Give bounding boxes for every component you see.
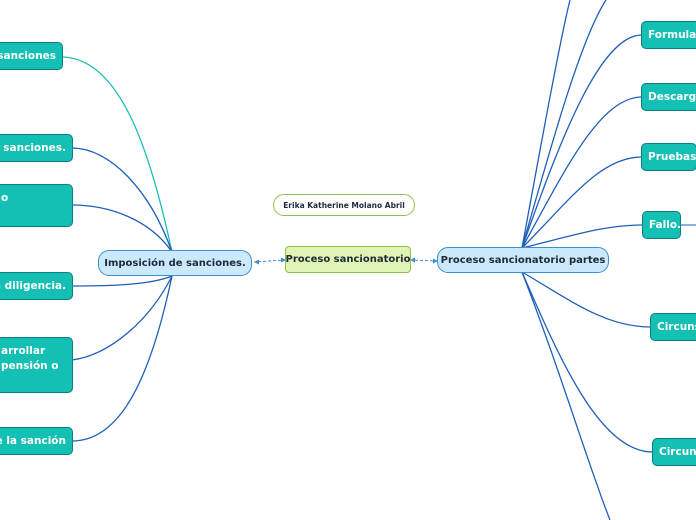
connector-left-3	[71, 204, 173, 253]
subtopic-right-4-label: Fallo.	[649, 219, 681, 231]
main-topic-proceso-partes-label: Proceso sancionatorio partes	[440, 254, 606, 266]
subtopic-left-3[interactable]: o	[0, 184, 73, 227]
arrowhead-left-src	[281, 257, 286, 263]
subtopic-right-5[interactable]: Circuns	[650, 313, 696, 341]
connector-right-3	[521, 156, 643, 249]
dashed-link-left	[253, 259, 287, 263]
connector-right-5	[521, 271, 652, 328]
subtopic-right-4[interactable]: Fallo.	[642, 211, 681, 239]
subtopic-right-6-label: Circuns	[659, 446, 696, 458]
subtopic-left-1[interactable]: e sanciones	[0, 42, 63, 70]
subtopic-left-5-label: arrollar pensión o	[1, 345, 59, 372]
connector-left-5	[71, 275, 173, 361]
connector-right-1	[521, 34, 643, 249]
author-label: Erika Katherine Molano Abril	[283, 200, 405, 210]
subtopic-left-2-label: as sanciones.	[0, 142, 66, 154]
central-topic-label: Proceso sancionatorio	[285, 254, 411, 265]
connector-right-4	[521, 224, 644, 249]
subtopic-left-5[interactable]: arrollar pensión o	[0, 337, 73, 393]
arrowhead-right-src	[410, 257, 415, 263]
subtopic-right-2-label: Descargo	[648, 91, 696, 103]
subtopic-right-1[interactable]: Formulac	[641, 21, 696, 49]
connector-left-4	[71, 275, 173, 287]
subtopic-left-4[interactable]: la diligencia.	[0, 272, 73, 300]
subtopic-right-1-label: Formulac	[648, 29, 696, 41]
subtopic-left-1-label: e sanciones	[0, 50, 56, 62]
subtopic-right-2[interactable]: Descargo	[641, 83, 696, 111]
connector-right-top-b	[521, 0, 607, 249]
connector-left-2	[71, 147, 173, 253]
subtopic-right-6[interactable]: Circuns	[652, 438, 696, 466]
subtopic-left-4-label: la diligencia.	[0, 280, 66, 292]
subtopic-left-2[interactable]: as sanciones.	[0, 134, 73, 162]
subtopic-left-3-label: o	[1, 192, 9, 204]
subtopic-left-6[interactable]: de la sanción	[0, 427, 73, 455]
subtopic-right-5-label: Circuns	[657, 321, 696, 333]
arrowhead-left	[254, 259, 259, 265]
connector-left-6	[71, 275, 173, 442]
subtopic-right-3[interactable]: Pruebas.	[641, 143, 696, 171]
subtopic-right-3-label: Pruebas.	[648, 151, 696, 163]
subtopic-left-6-label: de la sanción	[0, 435, 66, 447]
author-node[interactable]: Erika Katherine Molano Abril	[273, 194, 415, 216]
main-topic-proceso-partes[interactable]: Proceso sancionatorio partes	[437, 247, 609, 273]
connector-right-6	[521, 271, 654, 453]
connector-right-top-a	[521, 0, 571, 249]
central-topic[interactable]: Proceso sancionatorio	[285, 246, 411, 273]
main-topic-imposicion-label: Imposición de sanciones.	[104, 257, 246, 269]
connector-left-1	[61, 56, 173, 253]
connector-right-2	[521, 96, 643, 249]
main-topic-imposicion[interactable]: Imposición de sanciones.	[98, 250, 252, 276]
arrowhead-right	[433, 258, 438, 264]
connector-right-bottom	[521, 271, 611, 520]
